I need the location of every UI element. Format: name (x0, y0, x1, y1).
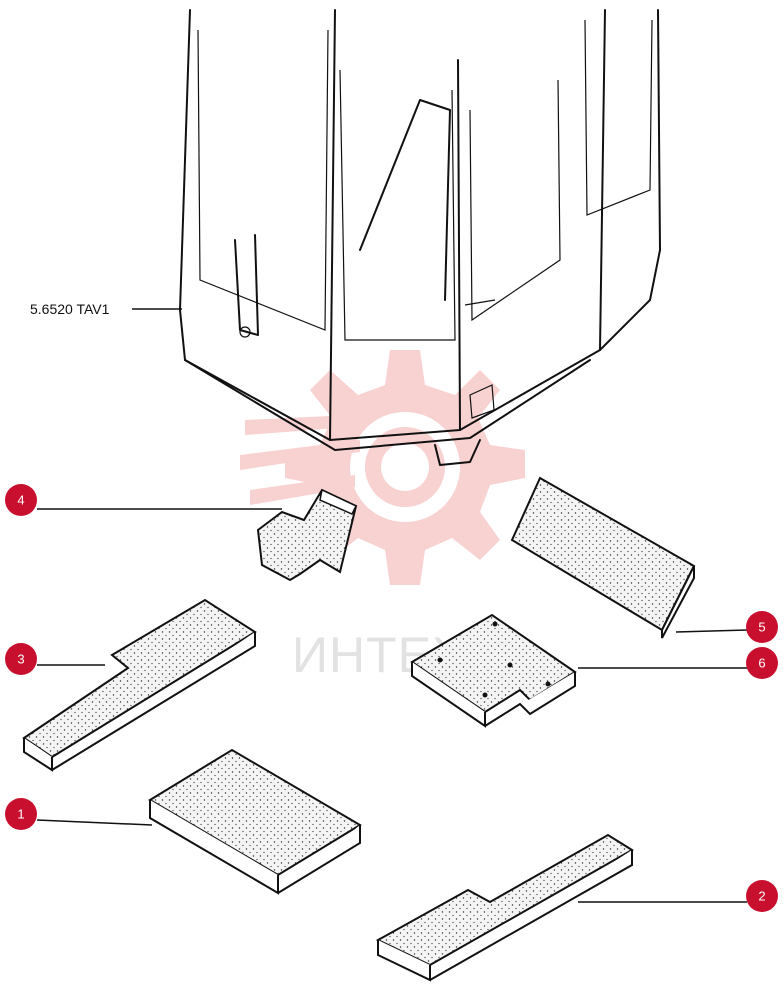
svg-text:1: 1 (17, 807, 24, 822)
svg-text:6: 6 (758, 656, 765, 671)
reference-label: 5.6520 TAV1 (30, 301, 110, 317)
cab-drawing (179, 9, 661, 466)
part-4-foam-insert (256, 488, 358, 582)
callout-3: 3 (5, 643, 37, 675)
part-2-foam-l-shape (375, 833, 634, 982)
svg-text:5: 5 (758, 620, 765, 635)
callout-leaders (36, 508, 748, 903)
callout-2: 2 (746, 880, 778, 912)
callout-6: 6 (746, 647, 778, 679)
leader-1 (36, 819, 153, 826)
callout-5: 5 (746, 611, 778, 643)
leader-5 (675, 629, 748, 633)
part-6-foam-plate (410, 613, 577, 728)
svg-text:4: 4 (17, 493, 24, 508)
part-3-foam-l-shape (22, 598, 257, 772)
svg-text:2: 2 (758, 889, 765, 904)
part-1-foam-block (148, 748, 362, 895)
svg-text:3: 3 (17, 652, 24, 667)
callout-1: 1 (5, 798, 37, 830)
callout-4: 4 (5, 484, 37, 516)
part-5-foam-panel (510, 476, 696, 639)
